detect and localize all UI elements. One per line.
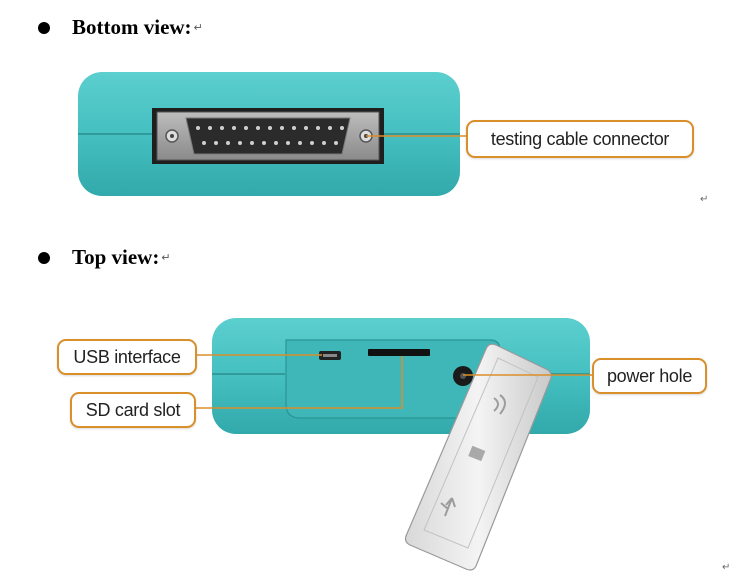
- sd-card-slot-callout: SD card slot: [70, 392, 196, 428]
- usb-symbol-icon: [440, 497, 456, 517]
- db25-connector: [156, 111, 380, 161]
- return-mark-icon: ↵: [700, 194, 709, 205]
- top-device: [194, 318, 593, 571]
- top-view-title: Top view:: [72, 245, 160, 269]
- testing-cable-connector-callout: testing cable connector: [466, 120, 694, 158]
- protective-cap: [404, 343, 552, 571]
- bottom-view-title: Bottom view:: [72, 15, 192, 39]
- usb-interface-label: USB interface: [73, 346, 181, 367]
- sd-slot: [368, 349, 430, 356]
- power-hole-callout: power hole: [592, 358, 707, 394]
- sd-card-slot-label: SD card slot: [85, 399, 181, 420]
- return-mark-icon: ↵: [193, 22, 203, 34]
- bullet-icon: [38, 251, 50, 264]
- speaker-icon: [493, 394, 506, 415]
- bullet-icon: [38, 21, 50, 34]
- bottom-device: [78, 72, 467, 196]
- sd-card-icon: [468, 445, 486, 462]
- top-view-heading: Top view: ↵: [38, 245, 171, 270]
- usb-interface-callout: USB interface: [57, 339, 197, 375]
- testing-cable-connector-label: testing cable connector: [490, 128, 670, 149]
- return-mark-icon: ↵: [722, 562, 731, 573]
- bottom-view-heading: Bottom view: ↵: [38, 15, 203, 40]
- return-mark-icon: ↵: [161, 252, 171, 264]
- power-hole-label: power hole: [606, 365, 693, 386]
